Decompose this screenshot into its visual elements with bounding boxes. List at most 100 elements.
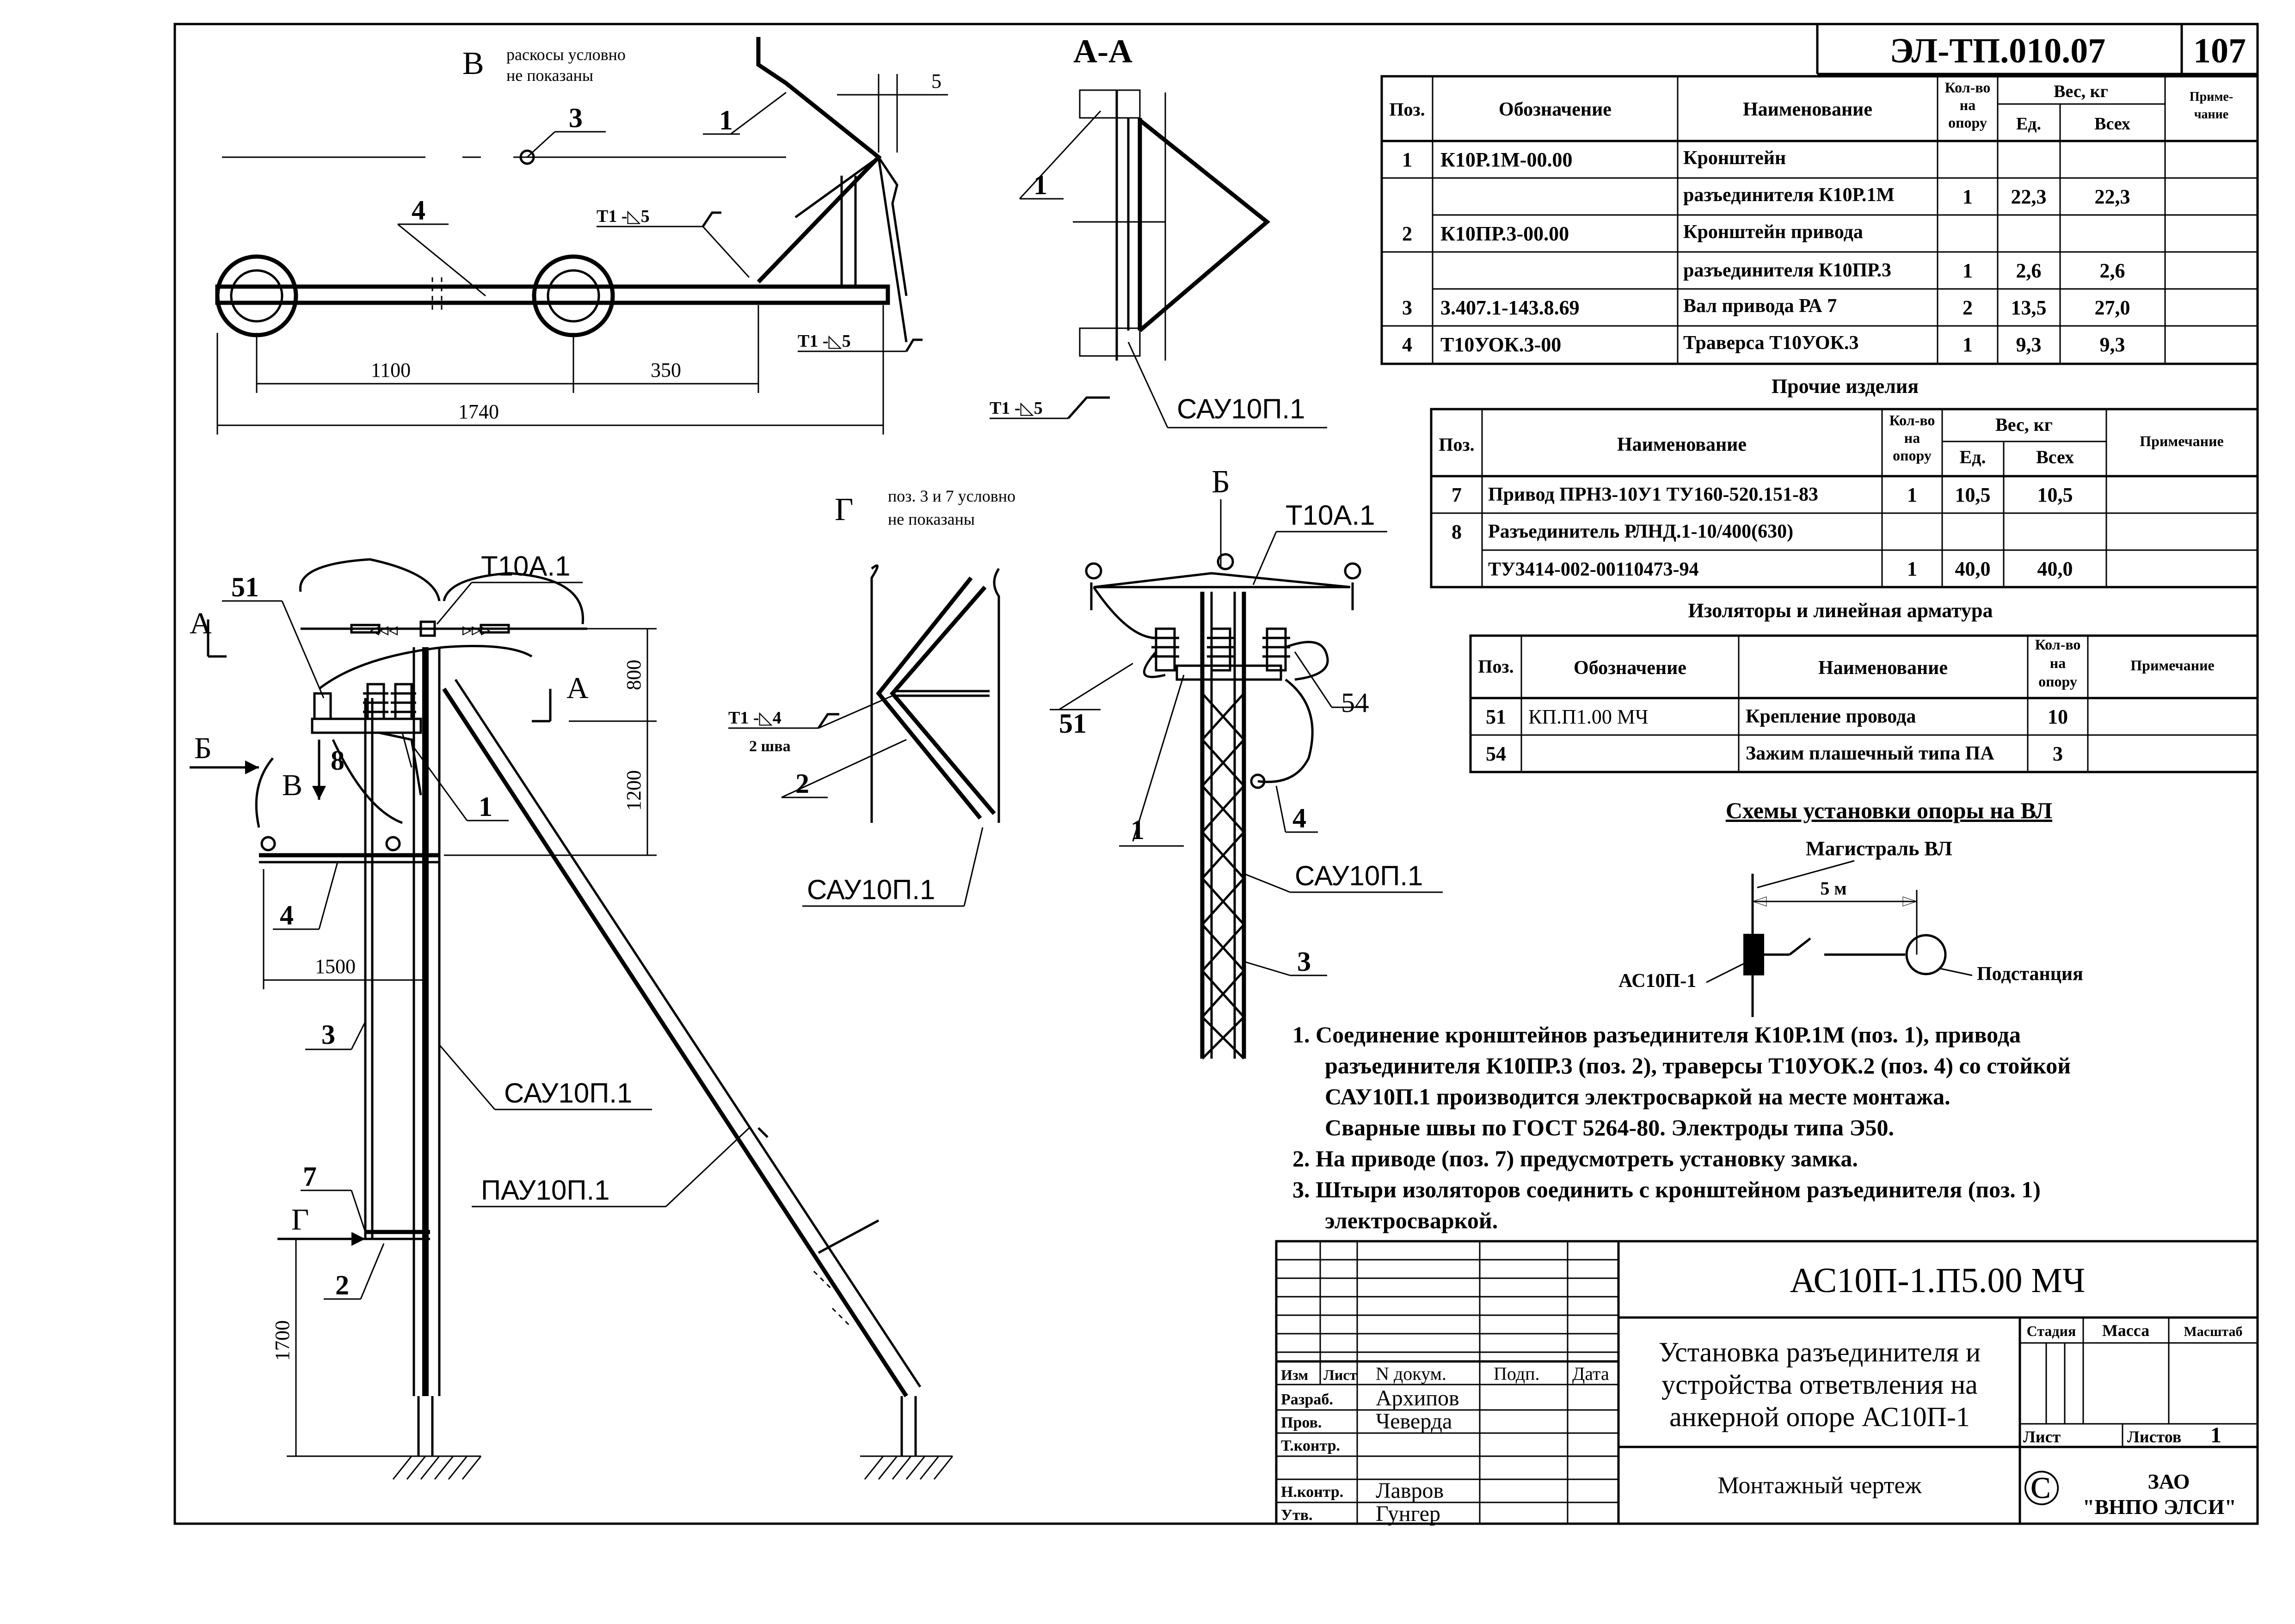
note-line: Сварные швы по ГОСТ 5264-80. Электроды т… (1325, 1115, 1894, 1140)
cell-name: Крепление провода (1746, 706, 1916, 727)
scheme-substation-label: Подстанция (1977, 963, 2083, 985)
dimension-5: 5 (931, 70, 941, 92)
header-pos: Поз. (1439, 434, 1474, 455)
dimension-1100: 1100 (371, 359, 411, 381)
position-label: 3 (569, 103, 583, 133)
col-izm: Изм (1281, 1367, 1308, 1383)
header-total: Всех (2036, 447, 2074, 467)
chain-insulators: ▹▹▹ (462, 619, 490, 640)
dimension-1700: 1700 (271, 1320, 294, 1361)
name-prov: Чеверда (1376, 1409, 1452, 1434)
cell-pos: 51 (1486, 705, 1506, 728)
section-arrow-a: А (566, 671, 589, 705)
dimension-1200: 1200 (622, 770, 645, 811)
note-line: разъединителя К10ПР.3 (поз. 2), траверсы… (1325, 1053, 2071, 1079)
cell-total-weight: 27,0 (2095, 296, 2130, 319)
cell-pos: 7 (1452, 484, 1462, 506)
header-name: Наименование (1743, 99, 1872, 120)
cell-pos: 54 (1486, 742, 1506, 765)
header-designation: Обозначение (1499, 99, 1612, 120)
cell-total-weight: 22,3 (2095, 185, 2130, 208)
position-label: 4 (280, 900, 294, 931)
label-stadia: Стадия (2027, 1323, 2076, 1339)
parts-row: 3 3.407.1-143.8.69 Вал привода РА 7 2 13… (1402, 295, 2130, 319)
cell-qty: 1 (1907, 558, 1917, 580)
scheme-distance: 5 м (1820, 878, 1846, 899)
scheme-title: Схемы установки опоры на ВЛ (1726, 797, 2052, 823)
pole-symbol (1743, 934, 1764, 975)
position-label: 51 (231, 572, 259, 602)
insulators-row: 54 Зажим плашечный типа ПА 3 (1486, 742, 2063, 765)
view-b-side: Б Т10А.1 (1050, 464, 1443, 1060)
weld-mark: Т1 -◺5 (990, 398, 1043, 418)
position-label: 3 (321, 1019, 335, 1050)
label-massa: Масса (2102, 1321, 2149, 1340)
note-line: САУ10П.1 производится электросваркой на … (1325, 1084, 1950, 1109)
name-nkontr: Лавров (1376, 1478, 1444, 1503)
role-utv: Утв. (1281, 1507, 1313, 1524)
chain-insulators: ◃◃◃ (370, 619, 398, 640)
section-title: А-А (1073, 33, 1132, 70)
company-line: ЗАО (2148, 1470, 2190, 1493)
header-name: Наименование (1617, 434, 1747, 455)
view-note: поз. 3 и 7 условно (888, 487, 1015, 505)
section-aa: А-А 1 Т1 -◺5 САУ10П.1 (990, 33, 1327, 429)
cell-qty: 3 (2053, 742, 2063, 765)
col-podp: Подп. (1494, 1363, 1540, 1384)
substation-symbol (1905, 934, 1947, 975)
position-label: 54 (1341, 687, 1369, 718)
pole-label: САУ10П.1 (504, 1078, 632, 1109)
cell-pos: 8 (1452, 521, 1462, 543)
other-items-row: ТУ3414-002-00110473-94 1 40,0 40,0 (1488, 558, 2073, 580)
dimension-800: 800 (622, 660, 645, 690)
role-tkontr: Т.контр. (1281, 1437, 1340, 1454)
position-label: 1 (479, 791, 492, 822)
title-block: Изм Лист N докум. Подп. Дата Разраб. Про… (1275, 1240, 2259, 1526)
cell-unit-weight: 9,3 (2016, 333, 2042, 356)
position-label: 2 (335, 1270, 349, 1300)
cell-designation: Т10УОК.3-00 (1440, 333, 1561, 356)
cell-designation: КП.П1.00 МЧ (1528, 705, 1649, 728)
view-letter: Г (835, 492, 853, 527)
view-letter: Б (1212, 464, 1230, 500)
note-line: электросваркой. (1325, 1207, 1498, 1233)
title-line: устройства ответвления на (1661, 1369, 1978, 1400)
parts-row: 1 К10Р.1М-00.00 Кронштейн (1402, 147, 1786, 171)
view-note: не показаны (888, 510, 975, 528)
header-pos: Поз. (1478, 656, 1514, 677)
cell-name: разъединителя К10ПР.3 (1683, 260, 1891, 281)
cell-unit-weight: 13,5 (2011, 296, 2047, 319)
pole-label: САУ10П.1 (1295, 860, 1423, 891)
col-list: Лист (1323, 1367, 1357, 1383)
cell-qty: 2 (1963, 296, 1973, 319)
parts-row: разъединителя К10ПР.3 1 2,6 2,6 (1683, 259, 2125, 282)
cell-qty: 1 (1963, 259, 1973, 282)
parts-row: 4 Т10УОК.3-00 Траверса Т10УОК.3 1 9,3 9,… (1402, 332, 2125, 356)
header-total: Всех (2094, 114, 2130, 134)
view-v-top: В раскосы условно не показаны 3 1 5 (215, 37, 948, 435)
weld-mark: Т1 -◺5 (597, 207, 650, 226)
note-line: 2. На приводе (поз. 7) предусмотреть уст… (1292, 1146, 1858, 1171)
cell-name: Привод ПРНЗ-10У1 ТУ160-520.151-83 (1488, 484, 1818, 505)
header-unit: Ед. (1960, 447, 1986, 467)
weld-sub: 2 шва (749, 738, 791, 755)
company-line: "ВНПО ЭЛСИ" (2083, 1495, 2236, 1519)
view-g: Г поз. 3 и 7 условно не показаны Т1 -◺4 … (728, 487, 1015, 907)
cell-unit-weight: 40,0 (1955, 558, 1991, 580)
cell-designation: К10Р.1М-00.00 (1440, 148, 1572, 171)
cell-name: разъединителя К10Р.1М (1683, 184, 1895, 206)
label-t10a: Т10А.1 (481, 551, 570, 582)
pole-label: САУ10П.1 (807, 874, 935, 905)
label-t10a: Т10А.1 (1286, 500, 1375, 531)
name-razrab: Архипов (1376, 1386, 1459, 1410)
label-masshtab: Масштаб (2184, 1324, 2242, 1339)
position-label: 51 (1059, 708, 1087, 739)
other-items-title: Прочие изделия (1772, 375, 1919, 398)
header-note: Примечание (2130, 657, 2214, 674)
dimension-350: 350 (651, 359, 681, 381)
